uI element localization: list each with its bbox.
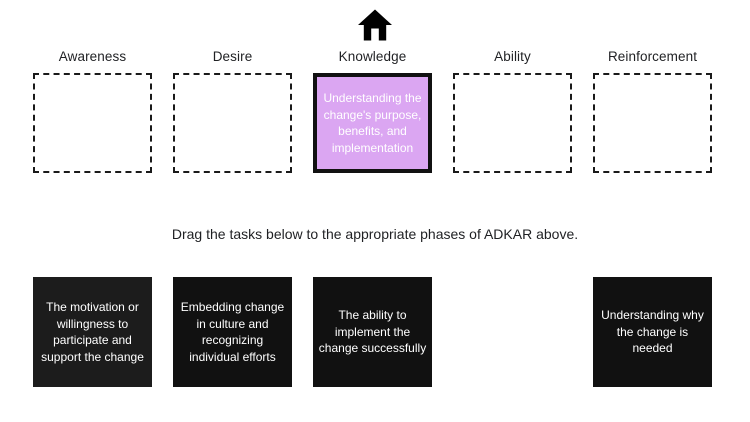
task-slot-4-empty — [453, 277, 572, 387]
phase-column-reinforcement: Reinforcement — [593, 48, 712, 173]
adkar-phase-row: Awareness Desire Knowledge Understanding… — [33, 48, 712, 173]
task-slot-1: The motivation or willingness to partici… — [33, 277, 152, 387]
phase-column-ability: Ability — [453, 48, 572, 173]
task-slot-3: The ability to implement the change succ… — [313, 277, 432, 387]
task-slot-2: Embedding change in culture and recogniz… — [173, 277, 292, 387]
task-card-label: The motivation or willingness to partici… — [41, 300, 144, 364]
phase-label-ability: Ability — [494, 49, 531, 64]
home-icon-container[interactable] — [0, 4, 750, 46]
task-card-understanding-why[interactable]: Understanding why the change is needed — [593, 277, 712, 387]
home-icon[interactable] — [357, 8, 393, 42]
phase-dropzone-awareness[interactable] — [33, 73, 152, 173]
phase-label-awareness: Awareness — [58, 49, 127, 64]
phase-label-knowledge: Knowledge — [338, 49, 407, 64]
phase-dropzone-ability[interactable] — [453, 73, 572, 173]
task-card-embedding[interactable]: Embedding change in culture and recogniz… — [173, 277, 292, 387]
task-slot-5: Understanding why the change is needed — [593, 277, 712, 387]
phase-dropzone-desire[interactable] — [173, 73, 292, 173]
task-card-label: Understanding why the change is needed — [601, 308, 704, 356]
phase-label-desire: Desire — [212, 49, 253, 64]
phase-dropped-card-knowledge[interactable]: Understanding the change's purpose, bene… — [323, 91, 422, 155]
task-card-label: The ability to implement the change succ… — [318, 308, 427, 356]
phase-column-awareness: Awareness — [33, 48, 152, 173]
task-card-label: Embedding change in culture and recogniz… — [180, 300, 285, 364]
phase-column-desire: Desire — [173, 48, 292, 173]
task-card-ability[interactable]: The ability to implement the change succ… — [313, 277, 432, 387]
phase-dropzone-reinforcement[interactable] — [593, 73, 712, 173]
phase-label-reinforcement: Reinforcement — [607, 49, 698, 64]
phase-dropzone-knowledge[interactable]: Understanding the change's purpose, bene… — [313, 73, 432, 173]
task-card-motivation[interactable]: The motivation or willingness to partici… — [33, 277, 152, 387]
phase-column-knowledge: Knowledge Understanding the change's pur… — [313, 48, 432, 173]
task-card-row: The motivation or willingness to partici… — [33, 277, 712, 387]
instruction-text: Drag the tasks below to the appropriate … — [171, 226, 579, 242]
